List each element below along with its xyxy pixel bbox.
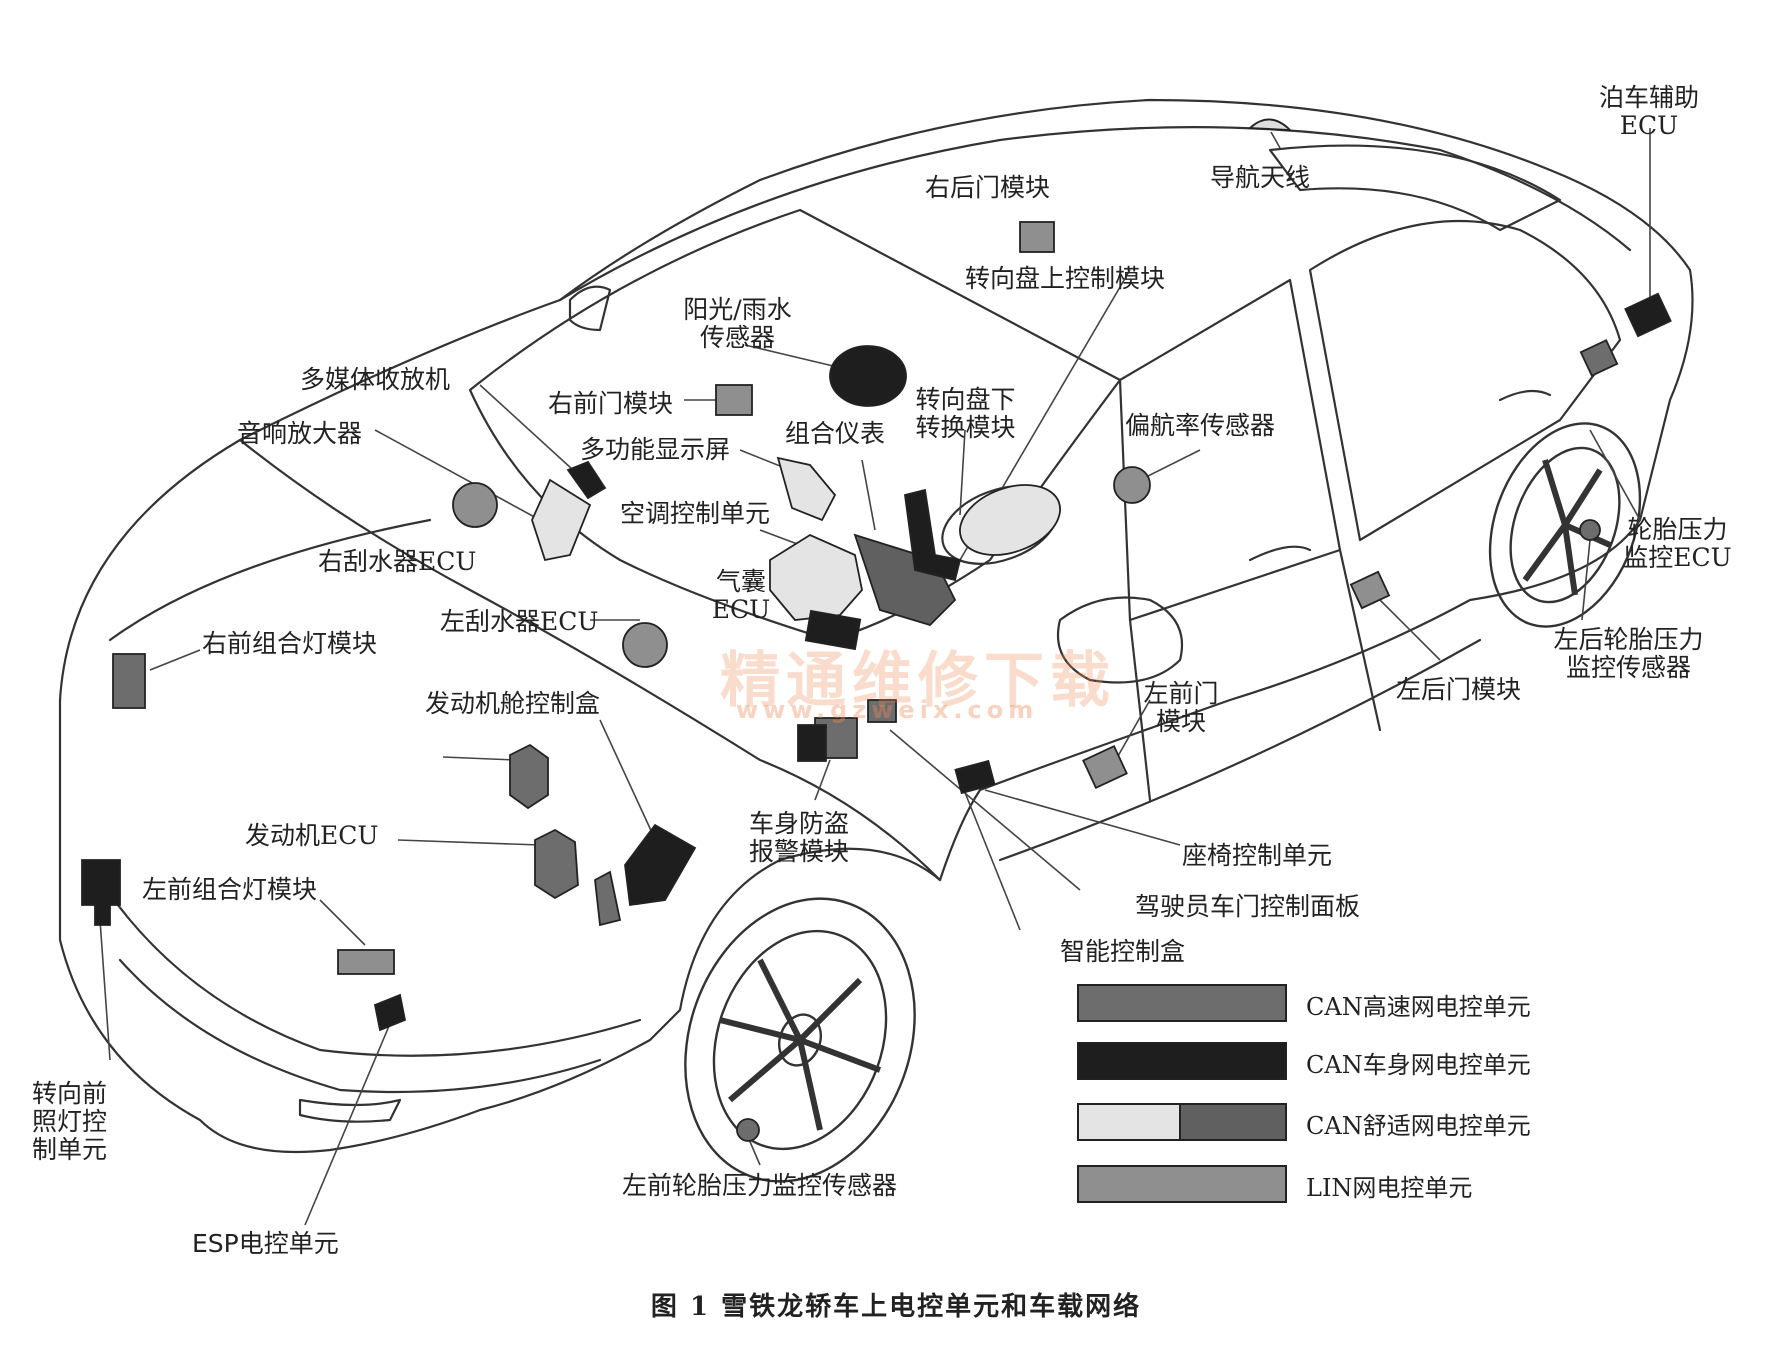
label-yaw: 偏航率传感器 [1125, 411, 1276, 440]
esp-unit [373, 993, 407, 1032]
roof-line [558, 126, 1632, 302]
label-rf-door: 右前门模块 [548, 389, 674, 418]
fog-lamp [298, 1098, 402, 1123]
park-assist-ecu [1624, 292, 1672, 338]
wheel-lower-module [904, 488, 962, 582]
watermark-main: 精通维修下载 [720, 646, 1116, 716]
label-headlamp: 转向前照灯控制单元 [32, 1079, 108, 1164]
tpms-control-ecu [1579, 339, 1619, 377]
wheel-upper-module [959, 484, 1061, 556]
side-mirror [1056, 596, 1184, 684]
legend-label-can-comfort: CAN舒适网电控单元 [1306, 1112, 1531, 1140]
lf-tpms-sensor [736, 1118, 760, 1142]
audio-amplifier [531, 478, 592, 562]
door-line-1 [1128, 618, 1152, 802]
left-wiper-ecu [622, 622, 668, 668]
label-lf-light: 左前组合灯模块 [142, 875, 318, 904]
at-ecu [509, 743, 549, 810]
label-wheel-lower: 转向盘下转换模块 [915, 385, 1016, 442]
label-wheel-upper: 转向盘上控制模块 [965, 264, 1166, 293]
label-multimedia: 多媒体收放机 [300, 365, 451, 394]
anti-theft-module [797, 724, 827, 762]
rear-mirror [568, 285, 612, 332]
label-engine-box: 发动机舱控制盒 [425, 689, 601, 718]
label-lr-door: 左后门模块 [1396, 675, 1522, 704]
label-hvac: 空调控制单元 [620, 499, 771, 528]
label-engine-ecu: 发动机ECU [245, 821, 379, 850]
label-antitheft: 车身防盗报警模块 [748, 809, 849, 866]
legend-label-lin: LIN网电控单元 [1306, 1174, 1473, 1202]
smart-control-box [867, 699, 897, 723]
rr-door-module [1019, 221, 1055, 253]
legend-swatch-lin [1077, 1165, 1287, 1203]
label-tpms-ctrl: 轮胎压力监控ECU [1623, 515, 1732, 572]
legend-swatch-can-comfort-dark [1179, 1103, 1287, 1141]
label-rr-door: 右后门模块 [925, 173, 1051, 202]
right-wiper-ecu [452, 482, 498, 528]
lf-combo-light [337, 949, 395, 975]
label-sun-rain: 阳光/雨水传感器 [683, 295, 792, 352]
label-nav-antenna: 导航天线 [1210, 163, 1311, 192]
legend-swatch-can-high [1077, 984, 1287, 1022]
grille [118, 958, 602, 1094]
side-window-front [1118, 278, 1342, 622]
label-rf-light: 右前组合灯模块 [202, 629, 378, 658]
legend-label-can-body: CAN车身网电控单元 [1306, 1051, 1531, 1079]
label-r-wiper: 右刮水器ECU [318, 547, 477, 576]
label-seat: 座椅控制单元 [1182, 841, 1333, 870]
car-body-outline [58, 98, 1694, 1154]
label-lr-tpms: 左后轮胎压力监控传感器 [1553, 625, 1704, 682]
label-smart-box: 智能控制盒 [1060, 937, 1186, 966]
watermark-url: www.gzweix.com [736, 696, 1039, 724]
side-sill [998, 638, 1482, 862]
rf-combo-light [112, 653, 146, 709]
engine-ecu [534, 828, 579, 900]
yaw-rate-sensor [1113, 466, 1151, 504]
legend-label-can-high: CAN高速网电控单元 [1306, 993, 1531, 1021]
label-esp: ESP电控单元 [192, 1229, 339, 1258]
door-line-2 [1338, 548, 1382, 732]
rear-window [1268, 144, 1562, 232]
rear-wheel [1488, 422, 1642, 628]
figure-caption: 图 1 雪铁龙轿车上电控单元和车载网络 [650, 1292, 1142, 1322]
label-audio-amp: 音响放大器 [237, 419, 363, 448]
label-lf-tpms: 左前轮胎压力监控传感器 [622, 1171, 898, 1200]
lr-door-module [1349, 570, 1391, 610]
sun-rain-sensor [829, 345, 907, 407]
hood-line [238, 438, 942, 882]
label-lf-door: 左前门模块 [1143, 679, 1219, 736]
door-handle-front [1248, 545, 1312, 562]
label-driver-door: 驾驶员车门控制面板 [1135, 892, 1361, 921]
lr-tpms-sensor [1579, 519, 1601, 541]
engine-box-large [624, 823, 697, 907]
door-handle-rear [1498, 389, 1552, 402]
rf-door-module [715, 384, 753, 416]
seat-control-unit [954, 759, 996, 795]
side-window-rear [1308, 219, 1622, 542]
multifunction-display [776, 456, 837, 522]
multimedia-unit [566, 460, 607, 500]
instrument-cluster [853, 533, 957, 627]
nav-antenna [1247, 118, 1293, 132]
lf-door-module [1082, 745, 1128, 789]
legend-swatch-can-body [1077, 1042, 1287, 1080]
front-wheel [684, 897, 916, 1183]
label-mfd: 多功能显示屏 [580, 435, 731, 464]
hood-crease [108, 518, 432, 642]
headlamp-unit [81, 859, 121, 926]
label-cluster: 组合仪表 [785, 419, 886, 448]
hvac-control [769, 533, 863, 621]
front-bumper [98, 878, 642, 1057]
airbag-ecu [804, 609, 862, 651]
legend-swatch-can-comfort-light [1077, 1103, 1181, 1141]
label-l-wiper: 左刮水器ECU [440, 607, 599, 636]
